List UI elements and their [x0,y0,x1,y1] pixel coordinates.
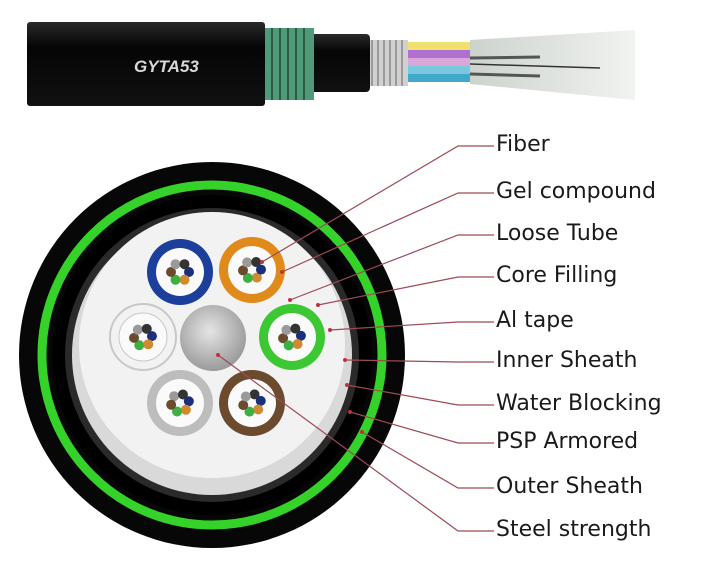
water-blocking-ring [37,180,387,530]
leader-line [317,276,494,306]
label-water-blocking: Water Blocking [496,391,662,416]
fiber [238,400,249,411]
leader-dot [260,260,264,264]
leader-line [289,234,494,301]
fiber-strands [470,30,635,100]
leader-line [344,359,494,363]
leader-dot [328,328,332,332]
label-steel-strength: Steel strength [496,517,652,542]
loose-tube [259,304,325,370]
outer-jacket-side [27,22,265,106]
label-al-tape: Al tape [496,308,574,333]
cable-model-text: GYTA53 [134,57,199,76]
fiber [177,389,188,400]
leader-line [361,431,494,489]
leader-line [261,145,494,263]
fiber [242,272,253,283]
fiber [249,389,260,400]
fiber [281,324,292,335]
fiber [143,339,154,350]
leader-dot [343,358,347,362]
fiber [283,340,294,351]
fiber [240,391,251,402]
fiber [169,391,180,402]
label-inner-sheath: Inner Sheath [496,348,638,373]
label-outer-sheath: Outer Sheath [496,474,643,499]
fiber [253,404,264,415]
inner-sheath-side [310,34,370,92]
leader-dot [348,410,352,414]
leader-lines [216,145,494,532]
label-core-filling: Core Filling [496,263,618,288]
loose-tube [147,239,213,305]
leader-line [329,321,494,331]
label-fiber: Fiber [496,132,550,157]
fiber [129,332,140,343]
fiber [141,323,152,334]
fiber [278,333,289,344]
fiber [166,399,177,410]
loose-tube [147,370,213,436]
psp-armor-side [258,28,314,100]
fiber [255,395,266,406]
steel-strength-member [180,305,246,371]
leader-dot [288,298,292,302]
leader-dot [345,383,349,387]
fiber [244,406,255,417]
fiber [146,331,157,342]
leader-dot [316,303,320,307]
fiber [132,324,143,335]
fiber [295,330,306,341]
cable-cross-section [19,162,405,548]
leader-line [281,192,494,273]
fiber [242,257,253,268]
leader-line [346,384,494,406]
label-loose-tube: Loose Tube [496,221,619,246]
fiber [184,267,194,277]
fiber [170,259,181,270]
fiber [255,264,266,275]
fiber [170,274,181,285]
label-gel-compound: Gel compound [496,179,656,204]
leader-dot [216,353,220,357]
loose-tube [219,237,285,303]
leader-line [349,411,494,444]
fiber [166,267,176,277]
fiber [251,272,262,283]
fiber [238,265,249,276]
fiber [251,257,262,268]
loose-tube [219,370,285,436]
label-psp-armored: PSP Armored [496,429,639,454]
fiber [183,396,194,407]
cable-side-view [27,22,635,106]
fiber [179,274,190,285]
fiber [180,404,191,415]
leader-dot [360,430,364,434]
fiber [179,259,190,270]
fiber [172,406,183,417]
fiber [292,339,303,350]
fiber [134,340,145,351]
loose-tube [109,303,177,371]
leader-line [217,354,494,532]
fiber [290,323,301,334]
leader-dot [280,270,284,274]
